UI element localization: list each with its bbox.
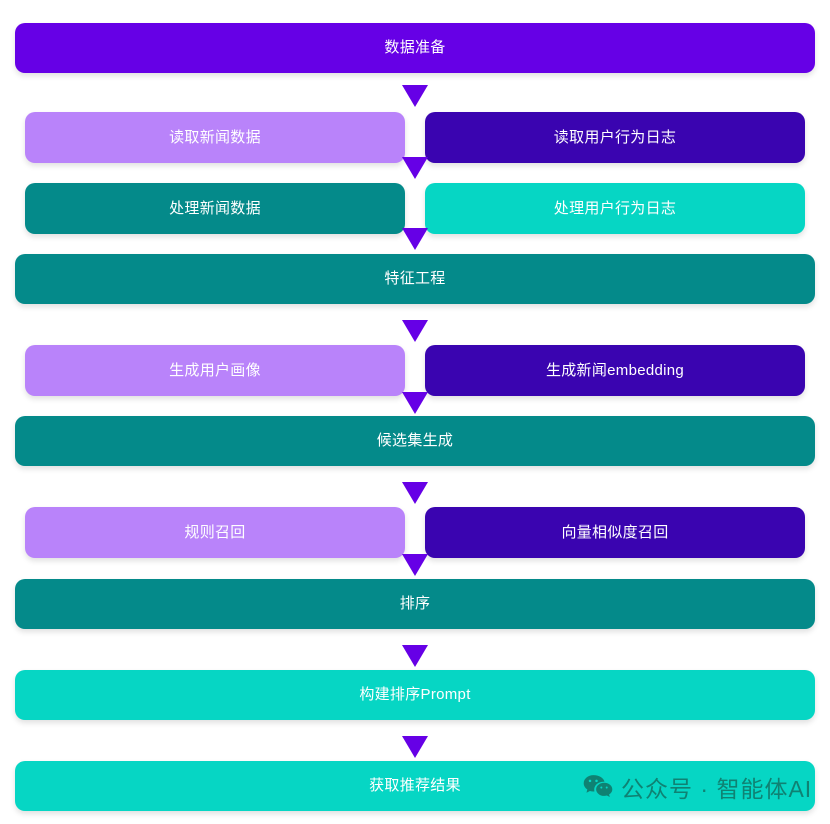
- node-rule-recall[interactable]: 规则召回: [25, 507, 405, 558]
- node-label: 处理新闻数据: [169, 199, 261, 217]
- arrow-down-icon-9: [402, 736, 428, 758]
- node-label: 候选集生成: [376, 432, 454, 449]
- arrow-down-icon-6: [402, 482, 428, 504]
- node-generate-user-profile[interactable]: 生成用户画像: [25, 345, 405, 396]
- node-label: 处理用户行为日志: [553, 199, 677, 217]
- node-label: 排序: [399, 595, 431, 612]
- node-label: 数据准备: [384, 39, 446, 56]
- wechat-icon: [583, 774, 613, 800]
- arrow-down-icon-5: [402, 392, 428, 414]
- arrow-down-icon-8: [402, 645, 428, 667]
- node-build-ranking-prompt[interactable]: 构建排序Prompt: [15, 670, 815, 720]
- node-vector-similarity-recall[interactable]: 向量相似度召回: [425, 507, 805, 558]
- arrow-down-icon-2: [402, 157, 428, 179]
- arrow-down-icon-1: [402, 85, 428, 107]
- watermark-text: 公众号 · 智能体AI: [621, 776, 813, 802]
- arrow-down-icon-4: [402, 320, 428, 342]
- node-read-user-behavior-log[interactable]: 读取用户行为日志: [425, 112, 805, 163]
- node-label: 规则召回: [184, 523, 246, 541]
- node-get-recommendation-result[interactable]: 获取推荐结果: [15, 761, 815, 811]
- node-data-preparation[interactable]: 数据准备: [15, 23, 815, 73]
- node-label: 获取推荐结果: [369, 777, 461, 794]
- node-feature-engineering[interactable]: 特征工程: [15, 254, 815, 304]
- node-process-user-behavior-log[interactable]: 处理用户行为日志: [425, 183, 805, 234]
- node-label: 构建排序Prompt: [359, 686, 471, 703]
- node-label: 读取新闻数据: [169, 128, 261, 146]
- node-label: 生成新闻embedding: [545, 361, 685, 379]
- arrow-down-icon-7: [402, 554, 428, 576]
- node-read-news-data[interactable]: 读取新闻数据: [25, 112, 405, 163]
- node-label: 生成用户画像: [169, 361, 261, 379]
- node-ranking[interactable]: 排序: [15, 579, 815, 629]
- node-label: 向量相似度召回: [561, 523, 669, 541]
- node-generate-news-embedding[interactable]: 生成新闻embedding: [425, 345, 805, 396]
- node-candidate-generation[interactable]: 候选集生成: [15, 416, 815, 466]
- node-label: 读取用户行为日志: [553, 128, 677, 146]
- arrow-down-icon-3: [402, 228, 428, 250]
- watermark: 公众号 · 智能体AI: [583, 770, 812, 804]
- node-label: 特征工程: [384, 270, 446, 287]
- node-process-news-data[interactable]: 处理新闻数据: [25, 183, 405, 234]
